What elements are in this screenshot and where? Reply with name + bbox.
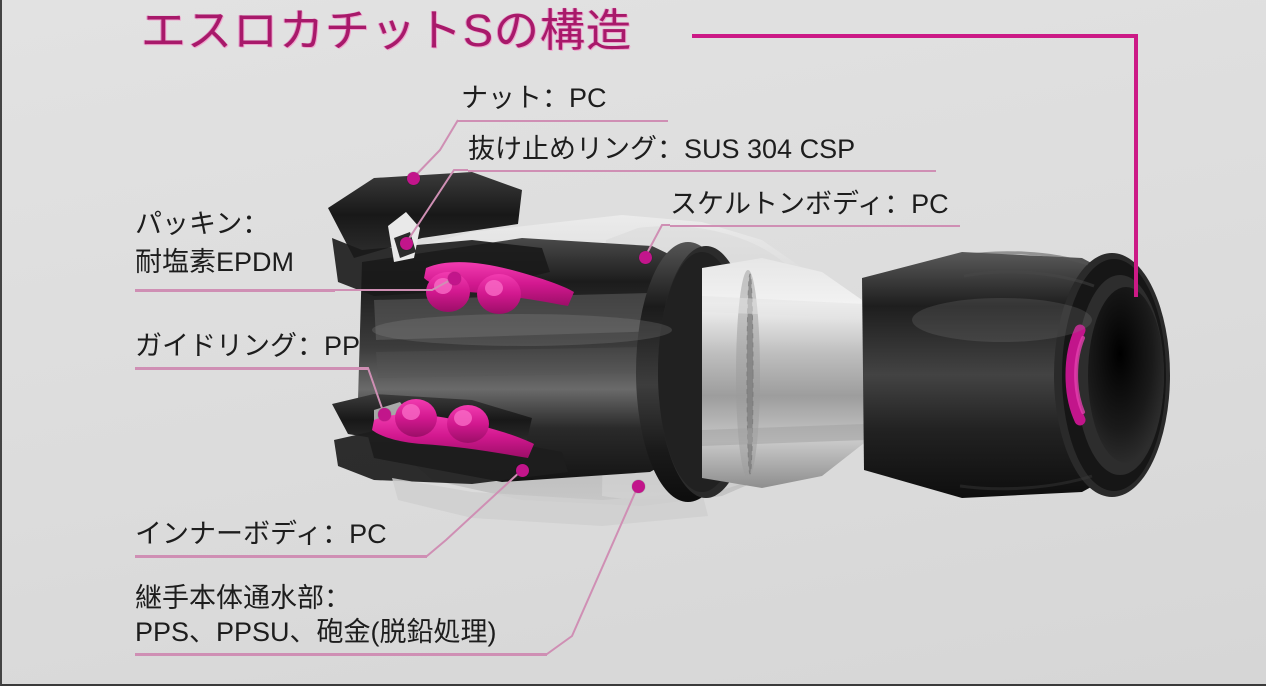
callout-rule-skeleton [670,225,960,227]
callout-dot-packing [448,272,461,285]
o-ring [1065,324,1086,426]
callout-rule-guide-ring [135,368,368,370]
title-rule-horizontal [692,34,1138,38]
callout-rule-nut [458,120,668,122]
callout-dot-skeleton [639,251,652,264]
callout-label-guide-ring: ガイドリング：PP [135,331,361,361]
page-title: エスロカチットSの構造 [141,5,633,56]
callout-label-packing-line1: パッキン： [135,209,270,239]
callout-dot-guide-ring [378,408,391,421]
callout-label-waterway-line2: PPS、PPSU、砲金(脱鉛処理) [135,617,497,647]
callout-label-nut: ナット：PC [461,83,607,113]
callout-rule-stop-ring [468,170,936,172]
callout-rule-inner-body [135,556,427,558]
callout-label-packing-line2: 耐塩素EPDM [135,247,295,277]
callout-label-inner-body: インナーボディ：PC [135,519,387,549]
callout-dot-stop-ring [400,237,413,250]
nut-bore [1088,287,1164,463]
callout-rule-packing [135,290,335,292]
title-rule-vertical [1134,34,1138,297]
callout-dot-nut [407,172,420,185]
callout-dot-waterway [632,480,645,493]
metal-sleeve [702,258,868,488]
callout-label-skeleton: スケルトンボディ：PC [670,189,949,219]
callout-dot-inner-body [516,464,529,477]
callout-label-stop-ring: 抜け止めリング：SUS 304 CSP [468,134,856,164]
callout-label-waterway-line1: 継手本体通水部： [135,583,351,613]
callout-rule-waterway [135,654,547,656]
